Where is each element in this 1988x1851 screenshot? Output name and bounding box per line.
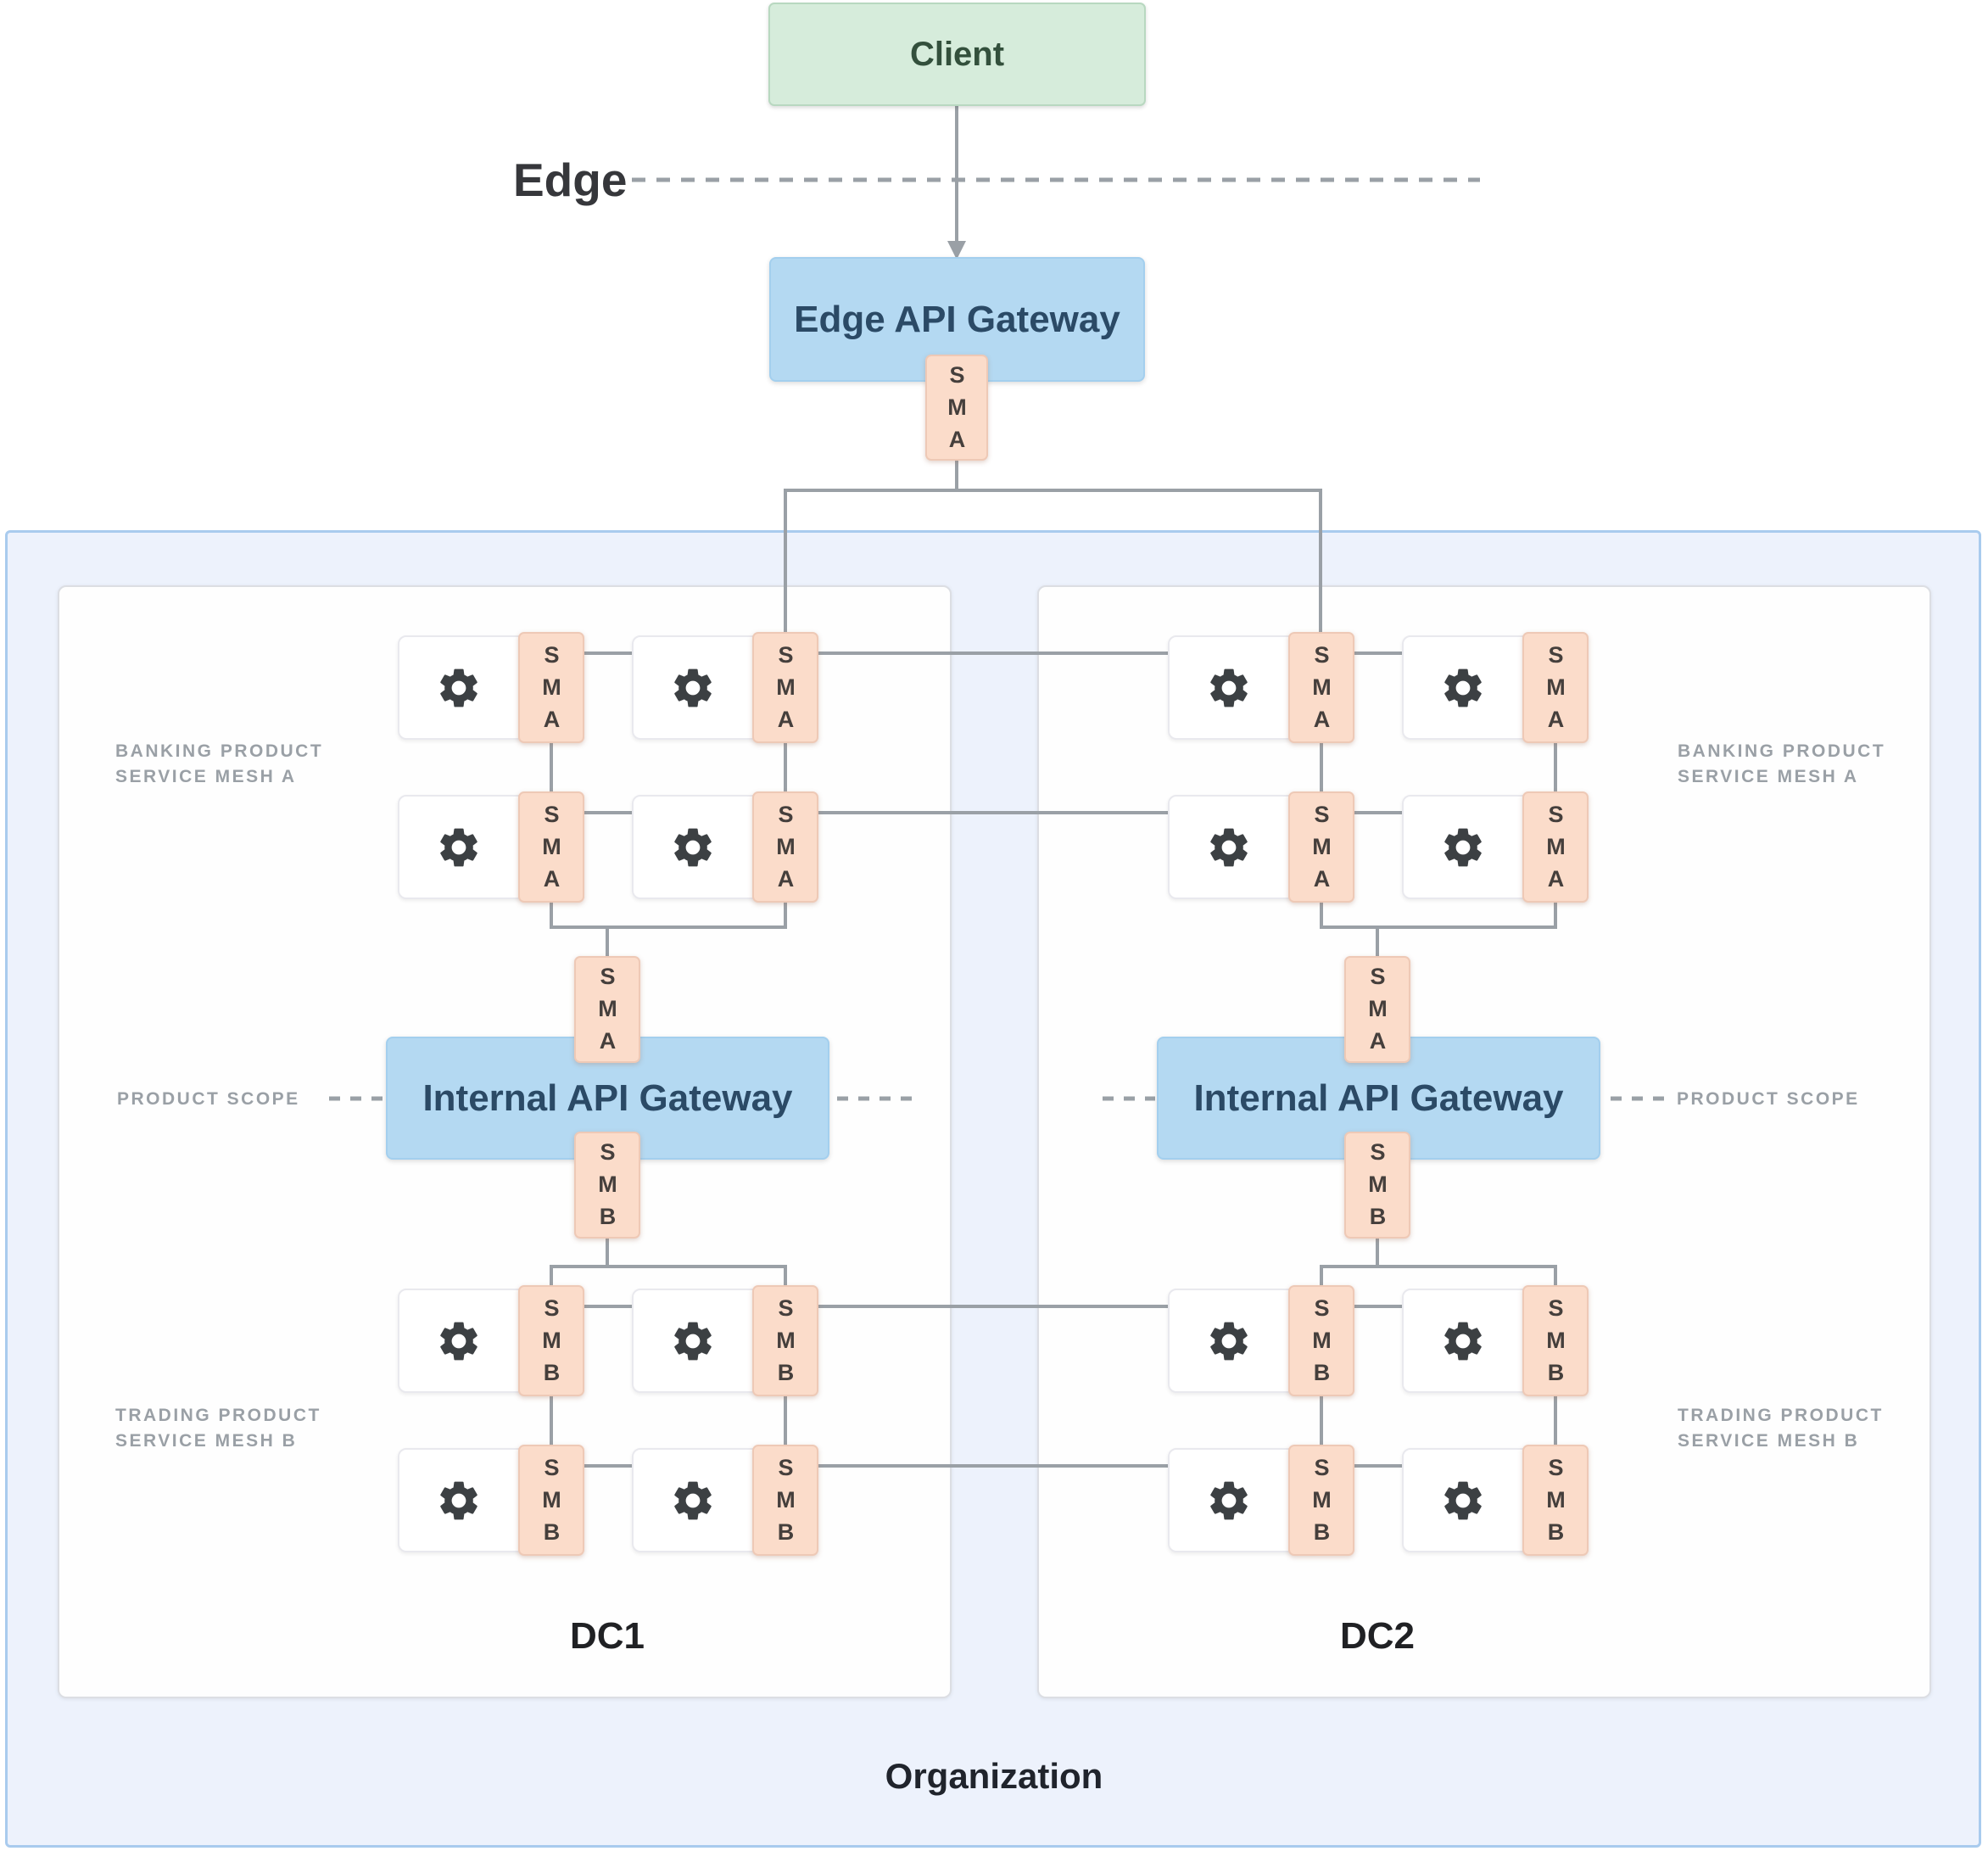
- dc2-label: DC2: [1339, 1615, 1416, 1657]
- edge-zone-label: Edge: [513, 154, 628, 206]
- dc2-product-scope-caption: PRODUCT SCOPE: [1677, 1089, 1860, 1109]
- edge-api-gateway-label: Edge API Gateway: [794, 298, 1120, 340]
- arrowhead-icon: [947, 241, 966, 260]
- gear-icon: [440, 1322, 477, 1360]
- sidecar-sma: SMA: [518, 632, 584, 743]
- sidecar-smb: SMB: [752, 1285, 818, 1396]
- caption-line: TRADING PRODUCT: [115, 1406, 321, 1425]
- caption-line: BANKING PRODUCT: [1678, 741, 1886, 761]
- caption-line: SERVICE MESH B: [115, 1431, 298, 1451]
- sidecar-sma: SMA: [752, 791, 818, 903]
- sidecar-smb: SMB: [752, 1445, 818, 1556]
- gear-icon: [674, 668, 712, 707]
- gear-icon: [1444, 668, 1482, 707]
- dc1-product-scope-caption: PRODUCT SCOPE: [117, 1089, 300, 1109]
- dc1-mesh-a-caption: BANKING PRODUCT SERVICE MESH A: [115, 739, 323, 790]
- organization-label: Organization: [885, 1756, 1103, 1796]
- caption-line: SERVICE MESH A: [115, 767, 297, 786]
- sidecar-sma: SMA: [1288, 791, 1354, 903]
- sidecar-sma: SMA: [752, 632, 818, 743]
- gear-icon: [1444, 1481, 1482, 1519]
- dc2-mesh-a-caption: BANKING PRODUCT SERVICE MESH A: [1678, 739, 1885, 790]
- gear-icon: [1210, 1322, 1248, 1360]
- client-label: Client: [909, 35, 1005, 73]
- gear-icon: [674, 1481, 712, 1519]
- sidecar-sma: SMA: [518, 791, 584, 903]
- internal-api-gateway-label: Internal API Gateway: [422, 1076, 793, 1119]
- gear-icon: [1210, 668, 1248, 707]
- caption-line: SERVICE MESH A: [1678, 767, 1859, 786]
- caption-line: BANKING PRODUCT: [115, 741, 324, 761]
- gear-icon: [674, 828, 712, 866]
- dc1-gateway-sidecar-smb: SMB: [574, 1132, 640, 1239]
- gear-icon: [440, 668, 477, 707]
- sidecar-sma: SMA: [1522, 632, 1589, 743]
- sidecar-smb: SMB: [1522, 1445, 1589, 1556]
- caption-line: TRADING PRODUCT: [1678, 1406, 1884, 1425]
- gear-icon: [1444, 828, 1482, 866]
- dc2-gateway-sidecar-sma: SMA: [1344, 956, 1410, 1063]
- sidecar-sma: SMA: [1288, 632, 1354, 743]
- dc2-gateway-sidecar-smb: SMB: [1344, 1132, 1410, 1239]
- gear-icon: [440, 1481, 477, 1519]
- gear-icon: [1444, 1322, 1482, 1360]
- edge-to-dc-drops: [785, 490, 1321, 636]
- gear-icon: [1210, 1481, 1248, 1519]
- caption-line: SERVICE MESH B: [1678, 1431, 1860, 1451]
- gear-icon: [1210, 828, 1248, 866]
- sidecar-smb: SMB: [518, 1285, 584, 1396]
- client-box: Client: [768, 3, 1146, 106]
- sidecar-smb: SMB: [1522, 1285, 1589, 1396]
- gear-icon: [674, 1322, 712, 1360]
- sidecar-smb: SMB: [1288, 1445, 1354, 1556]
- dc1-gateway-sidecar-sma: SMA: [574, 956, 640, 1063]
- internal-api-gateway-label: Internal API Gateway: [1193, 1076, 1564, 1119]
- dc1-mesh-b-caption: TRADING PRODUCT SERVICE MESH B: [115, 1403, 321, 1454]
- dc1-label: DC1: [569, 1615, 645, 1657]
- dc2-mesh-b-caption: TRADING PRODUCT SERVICE MESH B: [1678, 1403, 1884, 1454]
- edge-gateway-sidecar-sma: SMA: [925, 355, 988, 461]
- gear-icon: [440, 828, 477, 866]
- sidecar-smb: SMB: [518, 1445, 584, 1556]
- sidecar-sma: SMA: [1522, 791, 1589, 903]
- sidecar-smb: SMB: [1288, 1285, 1354, 1396]
